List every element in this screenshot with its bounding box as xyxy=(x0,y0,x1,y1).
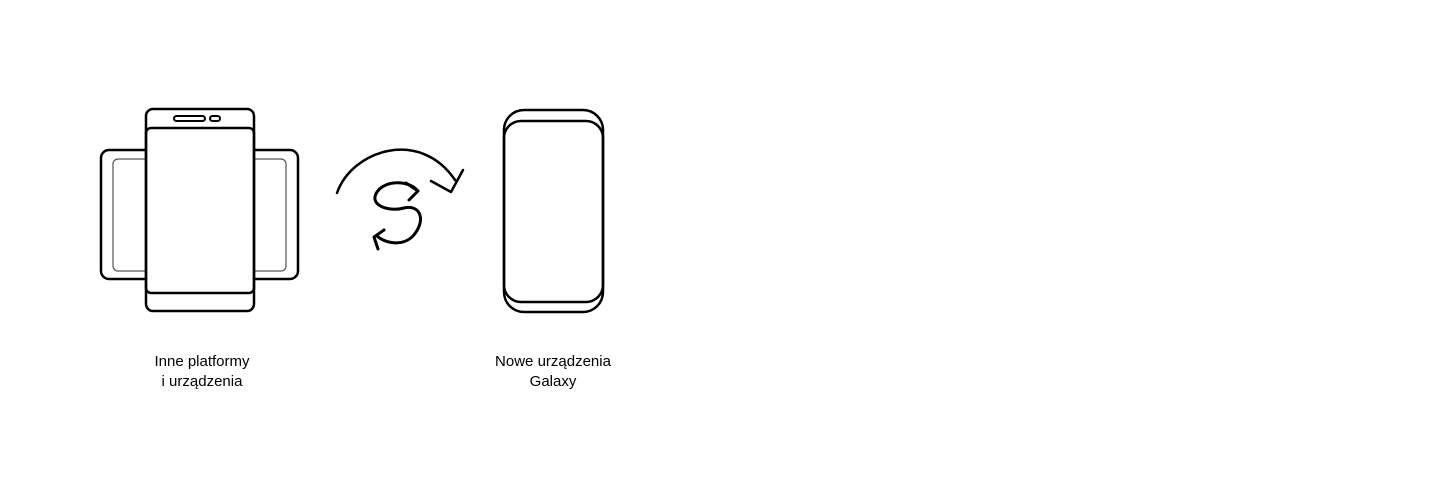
target-device-label-line2: Galaxy xyxy=(529,373,577,390)
phone-and-tablet-icon xyxy=(99,107,300,313)
source-device-label-line2: i urządzenia xyxy=(161,373,243,390)
source-device-label: Inne platformy i urządzenia xyxy=(92,352,312,392)
source-device-label-line1: Inne platformy xyxy=(154,353,250,370)
target-device-label-line1: Nowe urządzenia xyxy=(495,353,611,370)
transfer-arrows-icon xyxy=(335,148,465,251)
galaxy-phone-icon xyxy=(502,108,605,314)
target-device-label: Nowe urządzenia Galaxy xyxy=(443,352,663,392)
